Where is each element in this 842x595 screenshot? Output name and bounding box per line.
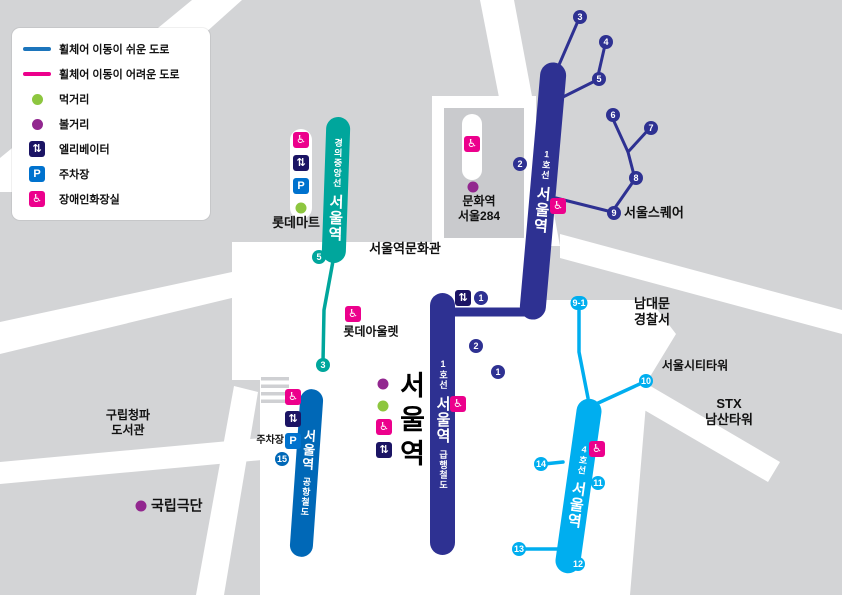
exit-badge-gyeongui-5: 5 bbox=[312, 250, 326, 264]
legend-item-hard-road: 휠체어 이동이 어려운 도로 bbox=[22, 66, 200, 82]
food-dot bbox=[295, 202, 307, 214]
line1-express-line-name: 1호선 bbox=[438, 358, 448, 390]
label-seoul-station-culture-hall: 서울역문화관 bbox=[369, 240, 441, 256]
label-namdaemun-police: 남대문 경찰서 bbox=[634, 296, 670, 329]
exit-badge-line1-6: 6 bbox=[606, 108, 620, 122]
gyeongui-station-name: 서울역 bbox=[325, 193, 345, 243]
wheelchair-icon: ♿ bbox=[22, 191, 52, 207]
station-bar-gyeongui-jungang: 경의중앙선 서울역 bbox=[321, 116, 351, 264]
sight-dot bbox=[377, 378, 389, 390]
label-culture-station-seoul-284: 문화역 서울284 bbox=[458, 194, 500, 224]
gyeongui-line-name: 경의중앙선 bbox=[331, 137, 344, 189]
label-cheongpa-library: 구립청파 도서관 bbox=[106, 408, 150, 438]
exit-badge-line1-8: 8 bbox=[629, 171, 643, 185]
legend-label-parking: 주차장 bbox=[59, 169, 90, 181]
label-seoul-square: 서울스퀘어 bbox=[624, 204, 684, 220]
food-dot-swatch bbox=[22, 93, 52, 105]
label-stx-line1: STX bbox=[716, 395, 742, 411]
legend-item-parking: P 주차장 bbox=[22, 166, 200, 182]
parking-icon: P bbox=[293, 178, 309, 194]
wheelchair-icon: ♿ bbox=[293, 132, 309, 148]
label-namdaemun-line1: 남대문 bbox=[634, 295, 670, 311]
line1-north-station-name: 서울역 bbox=[530, 184, 552, 235]
parking-icon: P bbox=[22, 166, 52, 182]
exit-badge-line4-9-1: 9-1 bbox=[570, 296, 588, 310]
parking-icon: P bbox=[285, 433, 301, 449]
wheelchair-icon: ♿ bbox=[550, 198, 566, 214]
exit-badge-line4-11: 11 bbox=[591, 476, 605, 490]
easy-road-line-swatch bbox=[22, 47, 52, 51]
station-bar-line1-express: 1호선 서울역 급행철도 bbox=[430, 293, 455, 555]
line4-station-name: 서울역 bbox=[564, 479, 588, 530]
exit-badge-line4-13: 13 bbox=[511, 542, 527, 556]
label-national-theater: 국립극단 bbox=[151, 497, 203, 514]
airport-station-name: 서울역 bbox=[299, 428, 318, 472]
label-parking-area: 주차장 bbox=[256, 434, 284, 446]
elevator-icon: ⇅ bbox=[455, 290, 471, 306]
legend-label-hard-road: 휠체어 이동이 어려운 도로 bbox=[59, 69, 180, 81]
wheelchair-icon: ♿ bbox=[450, 396, 466, 412]
legend-label-elevator: 엘리베이터 bbox=[59, 144, 110, 156]
airport-sub-label: 공항철도 bbox=[298, 476, 312, 518]
legend-label-food: 먹거리 bbox=[59, 94, 90, 106]
exit-badge-line1-5: 5 bbox=[592, 72, 606, 86]
exit-badge-line1-7: 7 bbox=[644, 121, 658, 135]
label-culture-station-line1: 문화역 bbox=[462, 194, 496, 208]
exit-badge-line1-1: 1 bbox=[474, 291, 488, 305]
label-culture-station-line2: 서울284 bbox=[457, 209, 501, 223]
label-library-line2: 도서관 bbox=[111, 423, 145, 437]
exit-badge-line1-1-south: 1 bbox=[491, 365, 505, 379]
legend-label-sights: 볼거리 bbox=[59, 119, 90, 131]
line1-north-line-name: 1호선 bbox=[539, 148, 553, 181]
elevator-icon: ⇅ bbox=[293, 155, 309, 171]
line1-express-station-name: 서울역 bbox=[434, 395, 451, 444]
exit-badge-line1-3: 3 bbox=[573, 10, 587, 24]
elevator-icon: ⇅ bbox=[376, 442, 392, 458]
exit-badge-line1-4: 4 bbox=[599, 35, 613, 49]
label-seoul-station-big: 서울역 bbox=[395, 371, 425, 473]
exit-badge-line4-10: 10 bbox=[638, 374, 654, 388]
wheelchair-icon: ♿ bbox=[589, 441, 605, 457]
sight-dot bbox=[135, 500, 147, 512]
legend-label-accessible-restroom: 장애인화장실 bbox=[59, 194, 120, 206]
label-stx-line2: 남산타워 bbox=[705, 412, 753, 427]
sights-dot-swatch bbox=[22, 118, 52, 130]
gyeongui-exit-connector bbox=[321, 259, 335, 364]
label-library-line1: 구립청파 bbox=[105, 408, 151, 422]
label-namdaemun-line2: 경찰서 bbox=[634, 312, 670, 327]
label-lotte-outlet: 롯데아울렛 bbox=[343, 324, 399, 339]
legend: 휠체어 이동이 쉬운 도로 휠체어 이동이 어려운 도로 먹거리 볼거리 ⇅ 엘… bbox=[12, 28, 210, 220]
exit-badge-airport-15: 15 bbox=[274, 452, 290, 466]
elevator-icon: ⇅ bbox=[285, 411, 301, 427]
legend-item-accessible-restroom: ♿ 장애인화장실 bbox=[22, 191, 200, 207]
label-stx-namsan-tower: STX 남산타워 bbox=[705, 396, 753, 429]
legend-item-easy-road: 휠체어 이동이 쉬운 도로 bbox=[22, 41, 200, 57]
exit-badge-line1-2: 2 bbox=[513, 157, 527, 171]
line4-line-name: 4호선 bbox=[575, 443, 590, 476]
exit-badge-line1-9: 9 bbox=[607, 206, 621, 220]
elevator-icon: ⇅ bbox=[22, 141, 52, 157]
legend-item-food: 먹거리 bbox=[22, 91, 200, 107]
legend-item-sights: 볼거리 bbox=[22, 116, 200, 132]
hard-road-line-swatch bbox=[22, 72, 52, 76]
crosswalk-stripes bbox=[261, 377, 289, 403]
sight-dot bbox=[467, 181, 479, 193]
wheelchair-icon: ♿ bbox=[285, 389, 301, 405]
wheelchair-icon: ♿ bbox=[376, 419, 392, 435]
legend-label-easy-road: 휠체어 이동이 쉬운 도로 bbox=[59, 44, 170, 56]
exit-badge-line1-2-south: 2 bbox=[469, 339, 483, 353]
exit-badge-line4-14: 14 bbox=[533, 457, 549, 471]
legend-item-elevator: ⇅ 엘리베이터 bbox=[22, 141, 200, 157]
lotte-mart-walkway bbox=[290, 129, 312, 219]
label-lotte-mart: 롯데마트 bbox=[272, 214, 320, 230]
food-dot bbox=[377, 400, 389, 412]
culture-station-building bbox=[444, 108, 524, 238]
exit-badge-gyeongui-3: 3 bbox=[316, 358, 330, 372]
line1-express-sub-label: 급행철도 bbox=[438, 449, 448, 490]
label-seoul-city-tower: 서울시티타워 bbox=[661, 358, 729, 373]
exit-badge-line4-12: 12 bbox=[570, 557, 586, 571]
wheelchair-icon: ♿ bbox=[464, 136, 480, 152]
wheelchair-icon: ♿ bbox=[345, 306, 361, 322]
